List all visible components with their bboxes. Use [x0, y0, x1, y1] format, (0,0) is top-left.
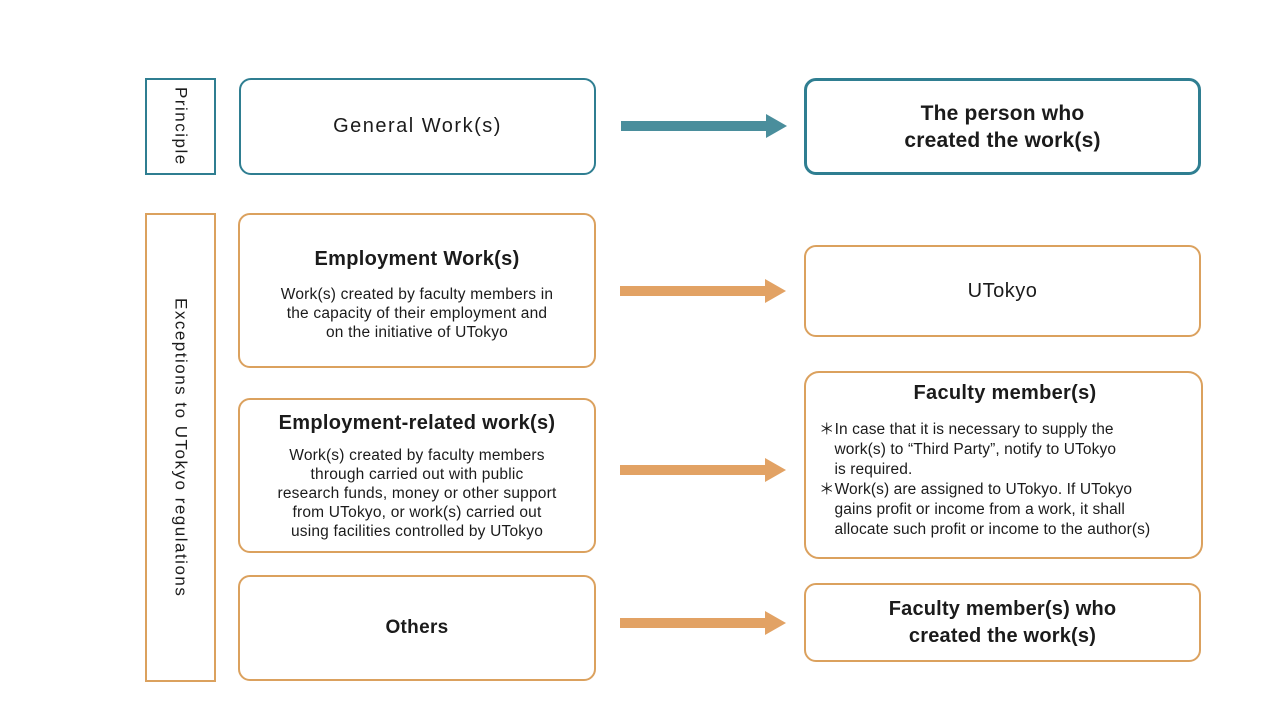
faculty-note: ＊In case that it is necessary to supply …	[819, 421, 1117, 478]
faculty-members-box: Faculty member(s) ＊In case that it is ne…	[804, 371, 1203, 559]
general-works-box: General Work(s)	[239, 78, 596, 175]
faculty-note: ＊Work(s) are assigned to UTokyo. If UTok…	[819, 481, 1151, 538]
right-arrow-icon	[620, 611, 786, 635]
employment-works-box: Employment Work(s) Work(s) created by fa…	[238, 213, 596, 368]
principle-label-box: Principle	[145, 78, 216, 175]
faculty-members-notes: ＊In case that it is necessary to supply …	[819, 420, 1191, 540]
arrow-head	[765, 458, 786, 482]
principle-label: Principle	[171, 87, 191, 166]
arrow-shaft	[620, 465, 765, 475]
general-works-title: General Work(s)	[333, 115, 502, 137]
arrow-head	[766, 114, 787, 138]
arrow-head	[765, 611, 786, 635]
right-arrow-icon	[621, 114, 787, 138]
faculty-created-title: Faculty member(s) who created the work(s…	[888, 597, 1117, 647]
employment-related-box: Employment-related work(s) Work(s) creat…	[238, 398, 596, 553]
employment-works-title: Employment Work(s)	[314, 248, 520, 270]
employment-works-description: Work(s) created by faculty members in th…	[280, 286, 554, 341]
person-created-title: The person who created the work(s)	[904, 101, 1101, 152]
employment-related-title: Employment-related work(s)	[278, 412, 556, 434]
others-title: Others	[385, 617, 449, 638]
others-box: Others	[238, 575, 596, 681]
arrow-head	[765, 279, 786, 303]
faculty-created-box: Faculty member(s) who created the work(s…	[804, 583, 1201, 662]
arrow-shaft	[621, 121, 766, 131]
arrow-shaft	[620, 286, 765, 296]
exceptions-label: Exceptions to UTokyo regulations	[171, 297, 191, 598]
utokyo-title: UTokyo	[967, 279, 1038, 302]
arrow-shaft	[620, 618, 765, 628]
employment-related-description: Work(s) created by faculty members throu…	[277, 447, 557, 540]
utokyo-box: UTokyo	[804, 245, 1201, 337]
person-created-box: The person who created the work(s)	[804, 78, 1201, 175]
right-arrow-icon	[620, 279, 786, 303]
right-arrow-icon	[620, 458, 786, 482]
exceptions-label-box: Exceptions to UTokyo regulations	[145, 213, 216, 682]
faculty-members-title: Faculty member(s)	[913, 382, 1097, 404]
